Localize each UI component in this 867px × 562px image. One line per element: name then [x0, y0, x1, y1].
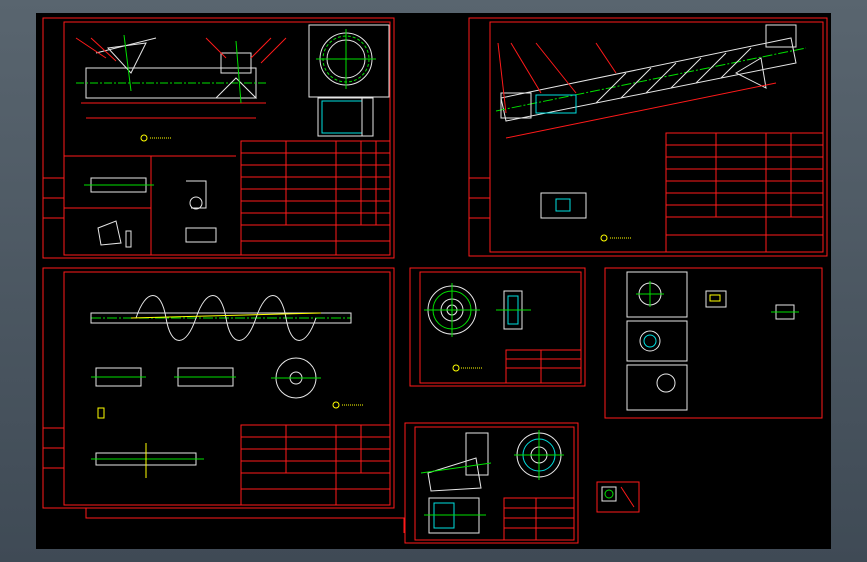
- sheet-assembly-drawing[interactable]: [42, 17, 395, 259]
- sheet-screw-shaft-drawing[interactable]: [42, 267, 395, 509]
- sheet-bearing-seat-drawing[interactable]: [409, 267, 586, 387]
- sheet-small-part[interactable]: [596, 481, 640, 513]
- model-space[interactable]: [36, 13, 831, 549]
- sheet-drive-housing-drawing[interactable]: [404, 422, 579, 544]
- drawing-canvas[interactable]: [36, 13, 831, 549]
- sheet-inclined-assembly-drawing[interactable]: [468, 17, 828, 257]
- sheet-part-details[interactable]: [604, 267, 823, 419]
- sheet-link-line: [85, 508, 405, 533]
